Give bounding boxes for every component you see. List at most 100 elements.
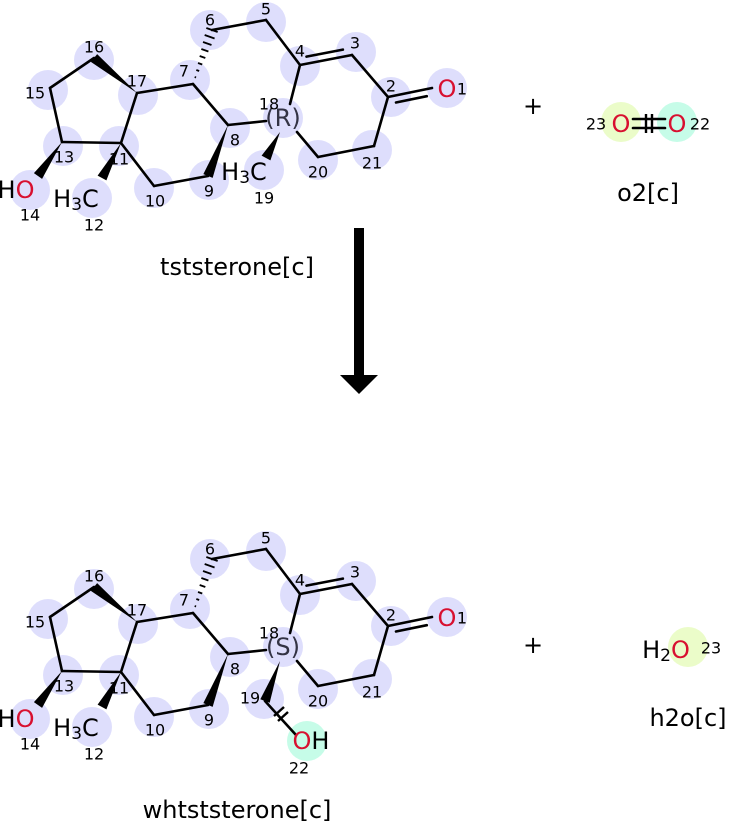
atom-number-7: 7 <box>179 62 189 81</box>
hashed-bond-7-6 <box>206 556 218 562</box>
atom-number-6: 6 <box>205 11 215 30</box>
atom-highlight-14 <box>10 699 50 739</box>
wedge-bond-17-16 <box>90 583 137 622</box>
bond-7-17 <box>135 611 195 624</box>
atom-highlight-10 <box>134 168 174 208</box>
atom-highlight-18 <box>263 98 303 138</box>
atom-highlight-21 <box>352 659 392 699</box>
bond-20-21 <box>316 673 376 688</box>
atom-number-16: 16 <box>84 38 104 57</box>
atom-number-9: 9 <box>204 182 214 201</box>
bond-16-15 <box>48 585 96 619</box>
atom-highlight-18 <box>263 627 303 667</box>
plus-sign: + <box>523 92 543 120</box>
atom-number-13: 13 <box>54 148 74 167</box>
atom-number-7: 7 <box>179 591 189 610</box>
hashed-bond-7-6 <box>202 41 212 46</box>
atom-highlight-7 <box>170 60 210 100</box>
product-name-h2o: h2o[c] <box>649 704 726 732</box>
bond-18-20 <box>295 659 320 688</box>
bond-15-13 <box>48 86 64 144</box>
bond-2-3 <box>350 582 390 628</box>
atom-highlight-1 <box>427 68 467 108</box>
atom-number-12: 12 <box>84 216 104 235</box>
hydroxyl-label: OH <box>293 727 330 755</box>
wedge-bond-17-16 <box>90 54 137 93</box>
bond-11-17 <box>119 91 139 145</box>
bond-10-9 <box>152 703 210 717</box>
hashed-bond-7-6 <box>196 69 200 72</box>
atom-number-5: 5 <box>261 529 271 548</box>
bond-7-17 <box>135 82 195 95</box>
atom-number-8: 8 <box>230 131 240 150</box>
bond-15-13 <box>48 615 64 673</box>
bond-21-2 <box>372 624 390 677</box>
atom-number-11: 11 <box>109 679 129 698</box>
hashed-bond-7-6 <box>199 584 206 588</box>
hashed-bond-7-6 <box>204 563 215 569</box>
reactant-name-o2: o2[c] <box>617 179 679 207</box>
hashed-bond-7-6 <box>202 570 212 575</box>
water-label: H2O <box>642 636 690 666</box>
atom-number-15: 15 <box>25 84 45 103</box>
atom-highlight-10 <box>134 697 174 737</box>
bond-10-9 <box>152 174 210 188</box>
atom-number-20: 20 <box>308 163 328 182</box>
atom-number-14: 14 <box>20 735 40 754</box>
oxygen-label-22: O <box>668 110 687 138</box>
atom-number-19: 19 <box>240 689 260 708</box>
atom-highlight-20 <box>298 140 338 180</box>
bond-8-7 <box>191 82 230 127</box>
oxygen-label-1: O <box>438 604 457 632</box>
atom-number-9: 9 <box>204 711 214 730</box>
bond-3-4-inner <box>305 48 345 58</box>
atom-highlight-12 <box>72 707 112 747</box>
bond-4-5 <box>264 547 302 596</box>
hashed-bond-7-6 <box>204 34 215 40</box>
bond-2-1-inner <box>394 94 429 104</box>
bond-11-10 <box>119 670 156 717</box>
atom-number-16: 16 <box>84 567 104 586</box>
atom-number-1: 1 <box>457 609 467 628</box>
bond-4-18 <box>288 592 302 635</box>
atom-number-2: 2 <box>386 77 396 96</box>
bond-16-15 <box>48 56 96 90</box>
atom-number-6: 6 <box>205 540 215 559</box>
hashed-bond-7-6 <box>201 48 209 53</box>
wedge-bond-18-19 <box>261 132 280 161</box>
bond-13-11 <box>60 140 123 145</box>
bond-4-18 <box>288 63 302 106</box>
bond-11-17 <box>119 620 139 674</box>
atom-highlight-3 <box>336 561 376 601</box>
hashed-bond-7-6 <box>197 591 203 595</box>
hashed-bond-7-6 <box>201 577 209 582</box>
atom-highlight-15 <box>28 599 68 639</box>
atom-highlight-14 <box>10 170 50 210</box>
atom-highlight-1 <box>427 597 467 637</box>
wedge-bond-13-14 <box>33 142 62 179</box>
atom-number-17: 17 <box>127 601 147 620</box>
bond-21-2 <box>372 95 390 148</box>
atom-highlight-19 <box>244 150 284 190</box>
bond-cross-mark <box>273 706 285 717</box>
atom-number-5: 5 <box>261 0 271 19</box>
atom-highlight-22 <box>657 102 697 142</box>
plus-sign: + <box>523 631 543 659</box>
atom-number-18: 18 <box>259 624 279 643</box>
atom-number-3: 3 <box>350 34 360 53</box>
atom-number-18: 18 <box>259 95 279 114</box>
hydroxyl-label-14: HO <box>0 705 34 733</box>
atom-highlight-8 <box>210 637 250 677</box>
hashed-bond-7-6 <box>196 598 200 601</box>
atom-number-21: 21 <box>362 683 382 702</box>
wedge-bond-8-9 <box>203 654 228 707</box>
atom-highlight-9 <box>189 689 229 729</box>
bond-4-5 <box>264 18 302 67</box>
atom-number-3: 3 <box>350 563 360 582</box>
oxygen-label-1: O <box>438 75 457 103</box>
stereo-center-18: (S) <box>266 633 300 661</box>
atom-number-17: 17 <box>127 72 147 91</box>
atom-number-23: 23 <box>701 639 721 658</box>
atom-number-12: 12 <box>84 745 104 764</box>
